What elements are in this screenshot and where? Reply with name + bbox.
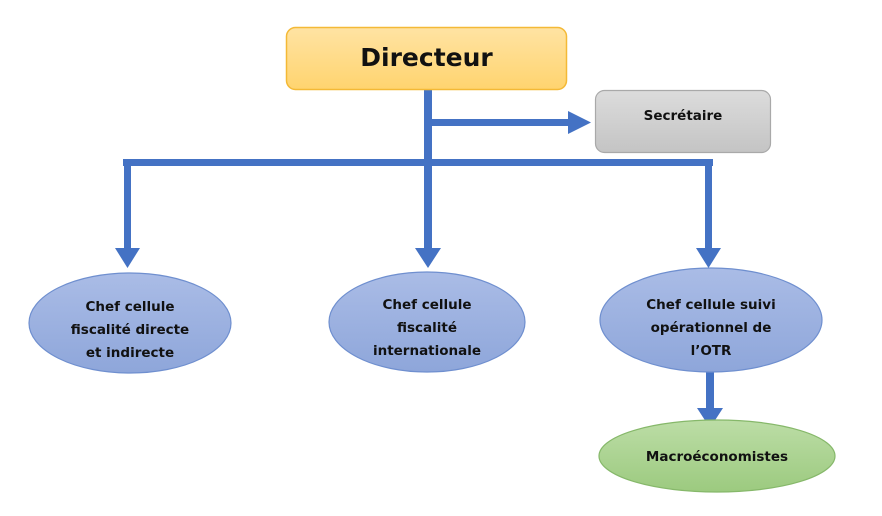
node-cell-otr[interactable]: Chef cellule suivi opérationnel de l’OTR	[599, 267, 823, 373]
cell-international-label-line-2: fiscalité	[397, 320, 457, 336]
arrowhead-cell-international	[415, 248, 441, 268]
cell-direct-label-line-1: Chef cellule	[85, 299, 174, 315]
arrowhead-macro	[697, 408, 723, 428]
cell-direct-label-line-2: fiscalité directe	[71, 322, 189, 338]
node-macro[interactable]: Macroéconomistes	[598, 419, 836, 493]
node-cell-international[interactable]: Chef cellule fiscalité internationale	[328, 271, 526, 373]
cell-international-label-line-1: Chef cellule	[382, 297, 471, 313]
connector-to-macro	[706, 372, 714, 410]
secretary-label: Secrétaire	[644, 108, 723, 124]
cell-otr-ellipse	[599, 267, 823, 373]
cell-international-ellipse	[328, 271, 526, 373]
secretary-box	[594, 89, 772, 154]
macro-ellipse	[598, 419, 836, 493]
connector-to-cell-direct	[124, 159, 131, 249]
cell-direct-ellipse	[28, 272, 232, 374]
node-director[interactable]: Directeur	[285, 26, 568, 91]
cell-otr-label-line-3: l’OTR	[691, 343, 732, 359]
director-box	[285, 26, 568, 91]
cell-otr-label-line-2: opérationnel de	[651, 320, 772, 336]
node-secretary[interactable]: Secrétaire	[594, 89, 772, 154]
macro-label: Macroéconomistes	[646, 449, 788, 465]
arrowhead-secretary	[568, 111, 591, 134]
arrowhead-cell-otr	[696, 248, 721, 268]
cell-international-label-line-3: internationale	[373, 343, 481, 359]
connectors	[115, 90, 723, 428]
node-cell-direct[interactable]: Chef cellule fiscalité directe et indire…	[28, 272, 232, 374]
cell-otr-label-line-1: Chef cellule suivi	[646, 297, 775, 313]
connector-to-secretary	[428, 119, 570, 126]
director-label: Directeur	[360, 43, 493, 72]
connector-trunk	[424, 90, 432, 250]
arrowhead-cell-direct	[115, 248, 140, 268]
connector-to-cell-otr	[705, 159, 712, 249]
connector-horizontal-bar	[123, 159, 713, 166]
cell-direct-label-line-3: et indirecte	[86, 345, 174, 361]
